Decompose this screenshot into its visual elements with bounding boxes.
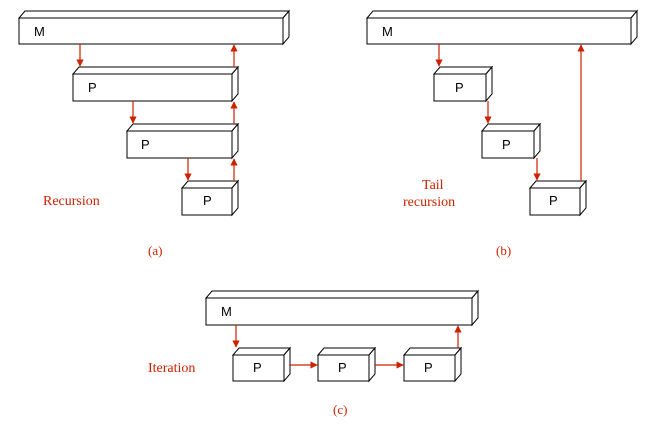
panel-b-box-p3-label: P — [549, 193, 558, 208]
panel-c-caption: (c) — [333, 402, 347, 417]
panel-a-box-m: M — [17, 9, 291, 46]
panel-a-box-p2: P — [125, 122, 240, 160]
panel-a-label: Recursion — [43, 194, 100, 209]
panel-a-box-p3-label: P — [203, 193, 212, 208]
panel-c-box-p2: P — [316, 346, 377, 383]
panel-b-box-p1: P — [432, 65, 494, 103]
panel-a-box-p1: P — [71, 65, 240, 103]
panel-b-box-p2-label: P — [502, 137, 511, 152]
panel-b: M P P P Tail recursion (b) — [365, 9, 639, 258]
panel-a-box-p3: P — [180, 179, 240, 217]
panel-a: M P P P Recursion (a — [17, 9, 291, 258]
panel-c-box-m: M — [204, 289, 480, 327]
panel-c-box-p1: P — [231, 346, 292, 383]
panel-b-box-m: M — [365, 9, 639, 46]
panel-c: M P P P Iteration (c) — [148, 289, 480, 417]
panel-a-caption: (a) — [148, 243, 162, 258]
panel-c-box-p3-label: P — [424, 360, 433, 375]
panel-b-label-line1: Tail — [422, 178, 444, 193]
panel-c-box-p2-label: P — [338, 360, 347, 375]
panel-c-label: Iteration — [148, 361, 195, 376]
panel-b-box-p2: P — [480, 122, 542, 160]
panel-b-box-p1-label: P — [455, 80, 464, 95]
panel-c-box-m-label: M — [221, 304, 232, 319]
panel-b-box-m-label: M — [382, 24, 393, 39]
panel-a-box-m-label: M — [34, 24, 45, 39]
panel-b-box-p3: P — [528, 179, 588, 217]
panel-b-caption: (b) — [496, 243, 511, 258]
panel-c-box-p3: P — [402, 346, 463, 383]
panel-c-box-p1-label: P — [253, 360, 262, 375]
panel-a-box-p2-label: P — [141, 137, 150, 152]
panel-b-label-line2: recursion — [403, 195, 455, 210]
panel-a-box-p1-label: P — [88, 80, 97, 95]
